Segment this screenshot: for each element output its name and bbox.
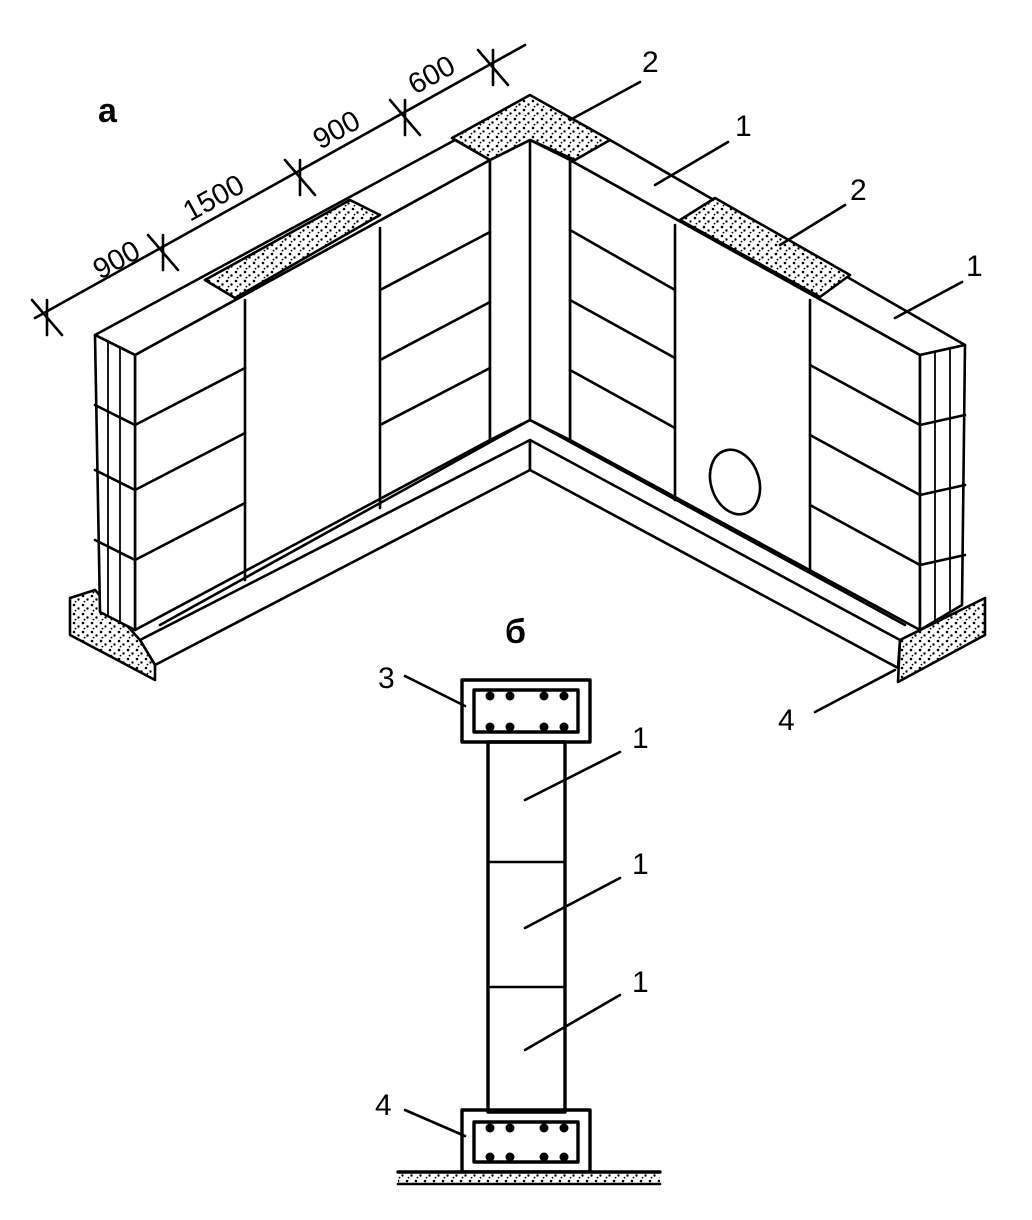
- callout-label: 4: [375, 1089, 392, 1122]
- dimension-line: [33, 43, 527, 320]
- left-wall-end-profile: [93, 333, 137, 632]
- dimension-label: 900: [308, 105, 366, 156]
- view-label-a: а: [98, 92, 118, 130]
- foundation-belt-end-left: [68, 588, 157, 682]
- foundation-top-edge-left: [158, 418, 532, 627]
- callout-label: 1: [632, 848, 649, 881]
- top-belt-rebars: [485, 691, 569, 732]
- callout-label: 1: [735, 110, 752, 143]
- callout-label: 1: [966, 250, 983, 283]
- foundation-belt-end-right: [896, 596, 987, 684]
- callouts-view-b: 3 1 1 1 4: [375, 662, 649, 1138]
- wall-section: б 3 1: [375, 613, 662, 1186]
- lintel-block-corner: [450, 93, 612, 162]
- callout-label: 2: [850, 174, 867, 207]
- opening-round: [708, 448, 762, 516]
- dimension-tick: [283, 158, 317, 197]
- right-wall-joints: [568, 223, 922, 572]
- dimension-tick: [146, 233, 180, 272]
- foundation-belt-rebar-cage: [472, 1120, 580, 1164]
- lintel-block-right: [678, 196, 852, 299]
- dimension-tick: [388, 98, 422, 137]
- callout-label: 2: [642, 46, 659, 79]
- foundation-top-edge-right: [528, 418, 907, 627]
- left-wall-joints: [133, 226, 492, 582]
- right-wall-end-profile: [918, 343, 967, 632]
- callout-label: 4: [778, 704, 795, 737]
- callouts-view-a: 2 1 2 1 4: [568, 46, 983, 737]
- ground-hatch: [398, 1172, 660, 1184]
- dimension-label: 600: [403, 50, 461, 101]
- view-label-b: б: [505, 613, 526, 651]
- dimension-tick: [30, 298, 64, 337]
- callout-label: 3: [378, 662, 395, 695]
- section-wall: [486, 740, 567, 1114]
- top-belt-rebar-cage: [472, 688, 580, 734]
- foundation-belt-rebars: [485, 1123, 569, 1162]
- callout-label: 1: [632, 722, 649, 755]
- callout-label: 1: [632, 966, 649, 999]
- dimension-label: 900: [88, 235, 146, 286]
- dimension-tick: [476, 48, 510, 87]
- lintel-block-left: [203, 198, 382, 300]
